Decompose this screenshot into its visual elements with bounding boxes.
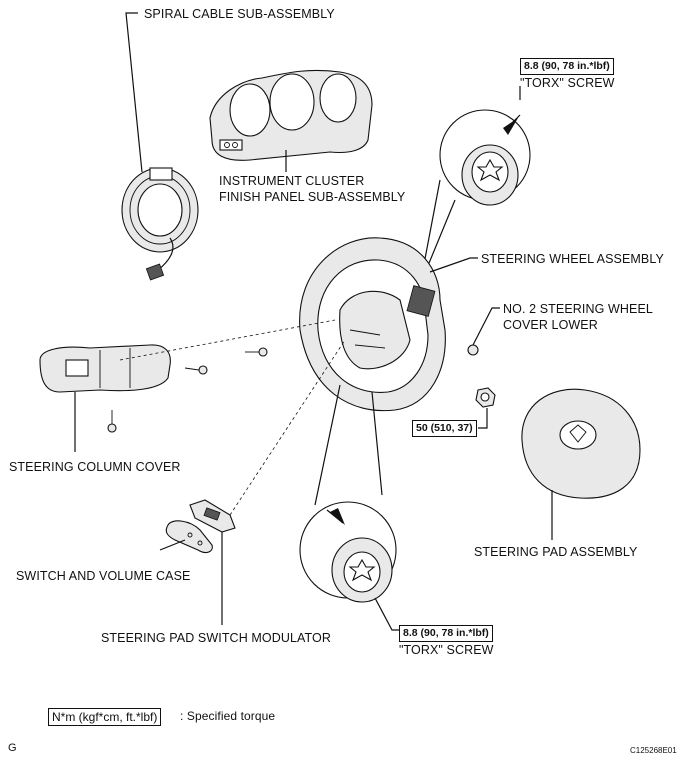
label-instrument-cluster-1: INSTRUMENT CLUSTER bbox=[219, 174, 365, 188]
steering-wheel-leader bbox=[429, 257, 478, 273]
torx-detail-bottom bbox=[299, 384, 397, 603]
label-steering-column-cover: STEERING COLUMN COVER bbox=[9, 460, 181, 474]
label-torx-bottom: "TORX" SCREW bbox=[399, 643, 494, 657]
label-pad-switch-modulator: STEERING PAD SWITCH MODULATOR bbox=[101, 631, 331, 645]
legend-torque-box: N*m (kgf*cm, ft.*lbf) bbox=[48, 708, 162, 726]
label-steering-pad: STEERING PAD ASSEMBLY bbox=[474, 545, 638, 559]
pad-switch-modulator-part bbox=[189, 499, 236, 533]
steering-wheel-part bbox=[299, 237, 446, 412]
column-screws bbox=[107, 347, 268, 433]
label-spiral-cable: SPIRAL CABLE SUB-ASSEMBLY bbox=[144, 7, 335, 21]
figure-code: C125268E01 bbox=[630, 746, 677, 755]
torque-box-bottom: 8.8 (90, 78 in.*lbf) bbox=[399, 625, 493, 642]
assembly-dashed-line-2 bbox=[119, 319, 336, 361]
torque-box-nut: 50 (510, 37) bbox=[412, 420, 477, 437]
label-instrument-cluster-2: FINISH PANEL SUB-ASSEMBLY bbox=[219, 190, 406, 204]
no2-cover-part bbox=[467, 344, 479, 356]
steering-wheel-nut bbox=[475, 387, 496, 408]
instrument-cluster-panel-part bbox=[209, 69, 373, 161]
torque-box-top: 8.8 (90, 78 in.*lbf) bbox=[520, 58, 614, 75]
label-steering-wheel: STEERING WHEEL ASSEMBLY bbox=[481, 252, 664, 266]
torx-detail-top bbox=[419, 109, 531, 286]
label-no2-cover-1: NO. 2 STEERING WHEEL bbox=[503, 302, 653, 316]
footer-left-mark: G bbox=[8, 742, 17, 754]
no2-cover-leader bbox=[472, 307, 500, 346]
nut-leader bbox=[478, 408, 488, 429]
spiral-cable-part bbox=[121, 167, 199, 281]
assembly-dashed-line-1 bbox=[229, 339, 346, 516]
spiral-cable-leader bbox=[125, 12, 143, 173]
legend-text: : Specified torque bbox=[180, 709, 276, 723]
label-switch-volume-case: SWITCH AND VOLUME CASE bbox=[16, 569, 191, 583]
switch-case-leader bbox=[159, 539, 186, 551]
steering-pad-part bbox=[521, 388, 641, 499]
steering-column-cover-part bbox=[39, 344, 171, 393]
torx-bottom-leader bbox=[374, 597, 400, 631]
label-no2-cover-2: COVER LOWER bbox=[503, 318, 598, 332]
label-torx-top: "TORX" SCREW bbox=[520, 76, 615, 90]
switch-volume-case-part bbox=[165, 520, 213, 554]
